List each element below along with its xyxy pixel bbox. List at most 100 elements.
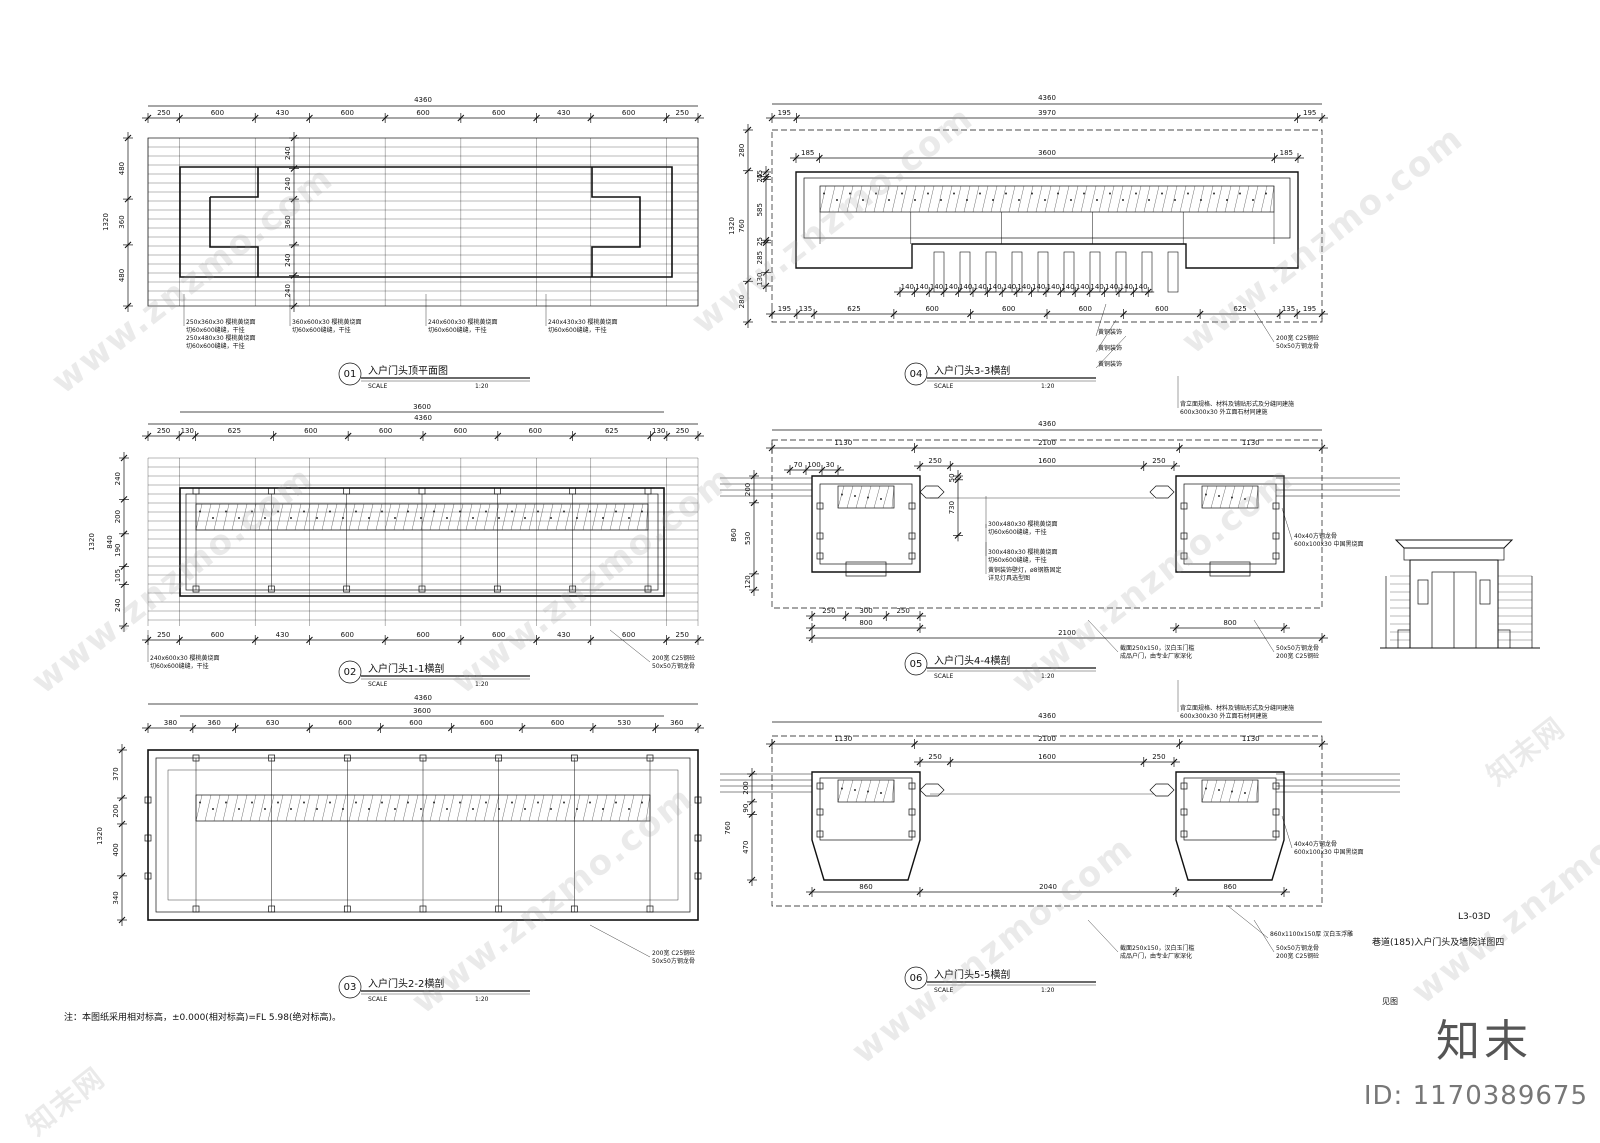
line (492, 503, 500, 531)
dimension-label: 240 (114, 472, 122, 485)
line (1224, 185, 1232, 213)
line (748, 798, 756, 806)
line (589, 724, 597, 732)
line (290, 302, 298, 310)
line (768, 444, 776, 452)
line (269, 432, 277, 440)
line (1095, 335, 1127, 369)
outline-rect (1272, 532, 1280, 540)
dimension-label: 360 (670, 719, 683, 727)
outline-rect (495, 754, 503, 762)
dimension-label: 600 (492, 109, 505, 117)
line (1130, 288, 1137, 296)
outline-rect (1272, 502, 1280, 510)
line (1237, 485, 1245, 509)
line (312, 794, 320, 822)
dimension-label: 280 (738, 144, 746, 157)
stone-dot (589, 510, 591, 513)
dimension-label: 600 (551, 719, 564, 727)
line (768, 114, 776, 122)
stone-dot (303, 801, 305, 804)
line (1035, 185, 1043, 213)
outline-rect (819, 777, 913, 841)
line (294, 503, 302, 531)
dimension-label: 250 (822, 607, 835, 615)
stone-dot (368, 808, 370, 810)
line (694, 114, 702, 122)
line (748, 770, 756, 778)
leader-note: 200宽 C25钢砼 (1276, 952, 1319, 960)
line (694, 432, 702, 440)
dimension-label: 1130 (834, 439, 852, 447)
dimension-label: 3600 (413, 707, 431, 715)
stone-dot (472, 517, 474, 519)
dimension-label: 200 (742, 781, 750, 794)
line (1013, 288, 1021, 296)
line (120, 563, 128, 570)
stone-dot (251, 801, 253, 804)
line (251, 636, 259, 644)
line (377, 724, 384, 732)
line (1188, 185, 1196, 213)
leader-note: 切60x600缝缝，干挂 (186, 342, 245, 350)
stone-hatch (819, 185, 1275, 213)
line (946, 462, 954, 470)
line (1255, 485, 1259, 509)
outline-rect (644, 585, 652, 593)
stone-dot (979, 192, 981, 195)
leader-note: 200宽 C25钢砼 (652, 654, 695, 662)
stone-dot (433, 801, 435, 804)
outline-rect (1180, 532, 1188, 540)
dimension-label: 1320 (102, 213, 110, 231)
dimension-label: 860 (859, 883, 872, 891)
sheet-name: 巷道(185)入户门头及墙院详图四 (1372, 938, 1505, 948)
line (999, 185, 1007, 213)
dimension-label: 250 (676, 427, 689, 435)
line (768, 740, 776, 748)
line (564, 794, 572, 822)
line (573, 503, 581, 531)
line (528, 503, 536, 531)
outline-rect (418, 487, 426, 495)
line (258, 503, 266, 531)
line (366, 503, 374, 531)
stone-dot (880, 498, 882, 500)
line (793, 310, 801, 318)
line (762, 175, 770, 183)
line (828, 185, 836, 213)
line (447, 503, 455, 531)
line (519, 503, 527, 531)
line (652, 724, 659, 732)
line (793, 114, 800, 122)
line (1044, 185, 1052, 213)
line (748, 811, 756, 818)
line (873, 185, 881, 213)
dimension-label: 625 (847, 305, 860, 313)
dimension-label: 240 (284, 284, 292, 297)
line (925, 288, 933, 296)
stone-dot (472, 808, 474, 810)
scale-ratio: 1:20 (1041, 987, 1055, 994)
line (1095, 319, 1117, 353)
dimension-label: 250 (157, 109, 170, 117)
line (618, 794, 626, 822)
outline-rect (570, 905, 578, 913)
line (306, 636, 313, 644)
dimension-label: 400 (112, 843, 120, 856)
line (569, 432, 577, 440)
line (940, 288, 948, 296)
scale-ratio: 1:20 (1041, 673, 1055, 680)
outline-rect (694, 796, 702, 804)
stone-dot (602, 808, 604, 810)
line (438, 794, 446, 822)
outline-rect (646, 905, 654, 913)
line (786, 466, 794, 474)
dimension-label: 600 (622, 109, 635, 117)
drawing-title: 入户门头4-4横剖 (934, 654, 1010, 667)
stone-dot (1083, 192, 1085, 195)
outline-rect (816, 808, 824, 816)
line (533, 636, 540, 644)
